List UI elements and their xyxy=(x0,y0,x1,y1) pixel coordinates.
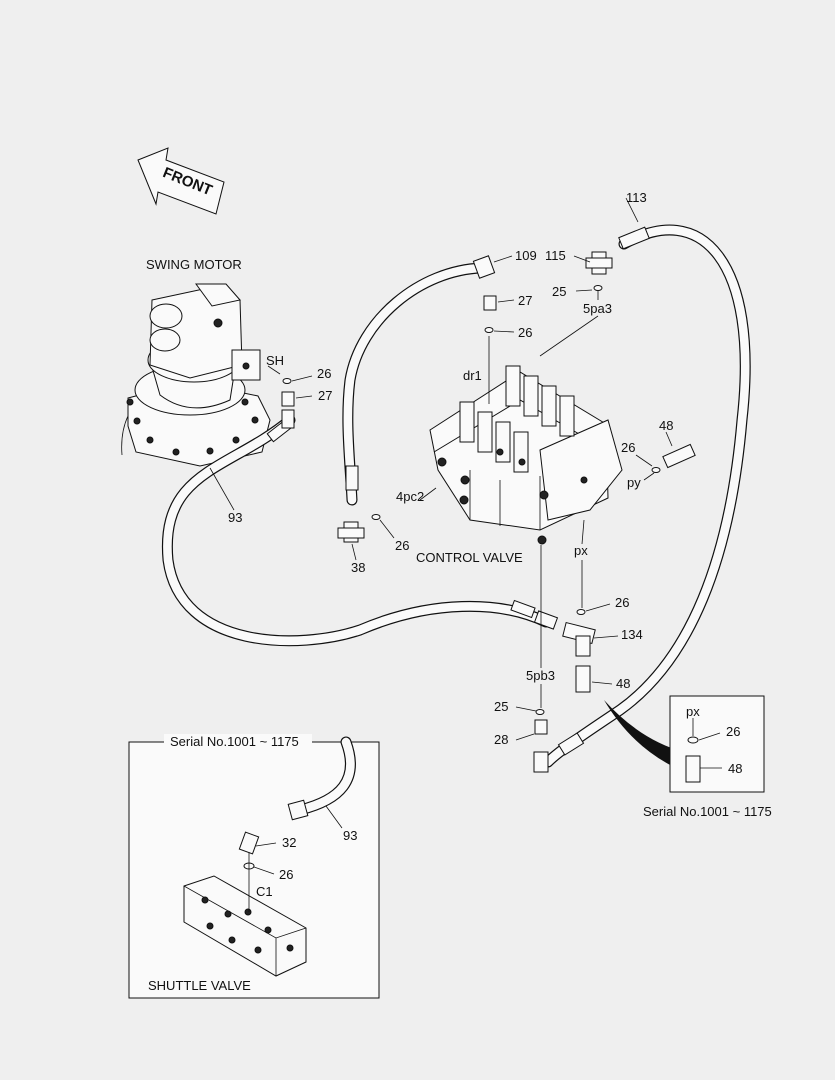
callout-26-shuttle: 26 xyxy=(279,867,293,882)
callout-28: 28 xyxy=(494,732,508,747)
swing-motor: SWING MOTOR xyxy=(121,257,271,467)
inset-box-left: SHUTTLE VALVE Serial No.1001 ~ 1175 xyxy=(128,734,380,999)
front-arrow: FRONT xyxy=(137,147,225,215)
fittings xyxy=(281,251,696,735)
port-dr1: dr1 xyxy=(463,368,482,383)
shuttle-valve-label: SHUTTLE VALVE xyxy=(148,978,251,993)
callout-26-motor: 26 xyxy=(317,366,331,381)
callout-25-bottom: 25 xyxy=(494,699,508,714)
callout-27-mid: 27 xyxy=(518,293,532,308)
callout-113: 113 xyxy=(626,190,647,205)
port-sh: SH xyxy=(266,353,284,368)
control-valve: CONTROL VALVE xyxy=(416,365,623,565)
port-c1: C1 xyxy=(256,884,273,899)
port-px: px xyxy=(574,543,588,558)
callout-48-top: 48 xyxy=(659,418,673,433)
callout-93-inset: 93 xyxy=(343,828,357,843)
callout-48-inset: 48 xyxy=(728,761,742,776)
hose-93 xyxy=(161,409,559,647)
inset-serial-left: Serial No.1001 ~ 1175 xyxy=(170,734,299,749)
callout-115: 115 xyxy=(545,248,566,263)
callout-27-motor: 27 xyxy=(318,388,332,403)
callout-26-inset: 26 xyxy=(726,724,740,739)
control-valve-label: CONTROL VALVE xyxy=(416,550,523,565)
inset-box-right: Serial No.1001 ~ 1175 xyxy=(643,695,772,819)
callout-38: 38 xyxy=(351,560,365,575)
port-5pa3: 5pa3 xyxy=(583,301,612,316)
callout-numbers: 113 109 115 25 27 26 26 27 93 38 26 26 4… xyxy=(228,190,742,882)
inset-serial-right: Serial No.1001 ~ 1175 xyxy=(643,804,772,819)
leader-lines xyxy=(209,197,673,741)
hose-109 xyxy=(342,255,496,506)
callout-134: 134 xyxy=(621,627,643,642)
port-px-inset: px xyxy=(686,704,700,719)
port-labels: SH dr1 4pc2 5pa3 5pb3 px py C1 px xyxy=(256,301,700,899)
callout-109: 109 xyxy=(515,248,537,263)
port-py: py xyxy=(627,475,641,490)
callout-26-px: 26 xyxy=(615,595,629,610)
callout-93-main: 93 xyxy=(228,510,242,525)
callout-48-mid: 48 xyxy=(616,676,630,691)
detail-pointer xyxy=(604,700,684,766)
callout-26-mid: 26 xyxy=(518,325,532,340)
port-5pb3: 5pb3 xyxy=(526,668,555,683)
port-4pc2: 4pc2 xyxy=(396,489,424,504)
swing-motor-label: SWING MOTOR xyxy=(146,257,242,272)
callout-26-pc2: 26 xyxy=(395,538,409,553)
callout-32: 32 xyxy=(282,835,296,850)
hose-113 xyxy=(533,224,751,773)
callout-25-top: 25 xyxy=(552,284,566,299)
callout-26-py: 26 xyxy=(621,440,635,455)
